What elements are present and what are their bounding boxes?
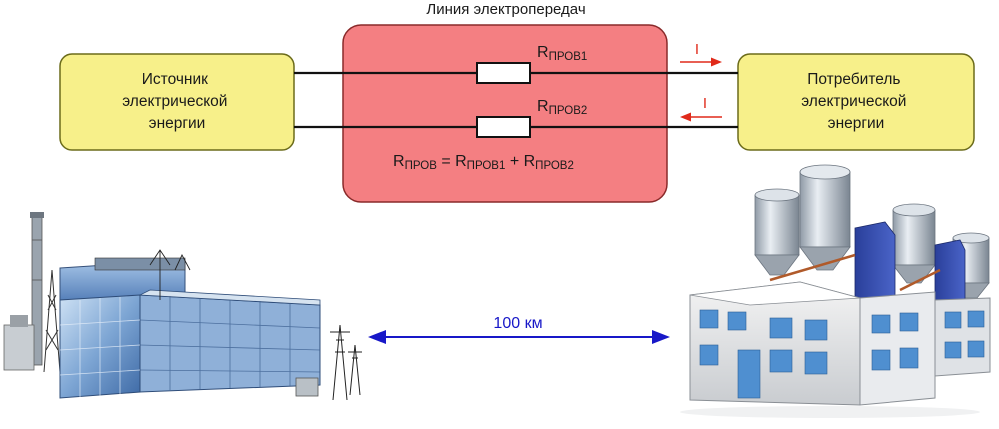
consumer-box: Потребитель электрической энергии <box>737 53 975 151</box>
resistance-formula: RПРОВ = RПРОВ1 + RПРОВ2 <box>393 153 574 172</box>
consumer-label: Потребитель электрической энергии <box>801 71 911 132</box>
factory-icon <box>680 164 991 418</box>
source-label: Источник электрической энергии <box>122 71 232 132</box>
resistor-2-label: RПРОВ2 <box>537 98 587 117</box>
current-arrow-top: I <box>680 41 722 67</box>
line-title: Линия электропередач <box>426 1 585 18</box>
current-arrow-bottom: I <box>680 95 722 122</box>
distance-arrow: 100 км <box>368 315 670 344</box>
transmission-line-box <box>342 24 668 203</box>
resistor-2 <box>476 116 531 138</box>
source-box: Источник электрической энергии <box>59 53 295 151</box>
current-top-label: I <box>695 41 699 58</box>
resistor-1-label: RПРОВ1 <box>537 44 587 63</box>
power-plant-icon <box>3 212 362 401</box>
current-bottom-label: I <box>703 95 707 112</box>
resistor-1 <box>476 62 531 84</box>
distance-label: 100 км <box>493 315 542 332</box>
